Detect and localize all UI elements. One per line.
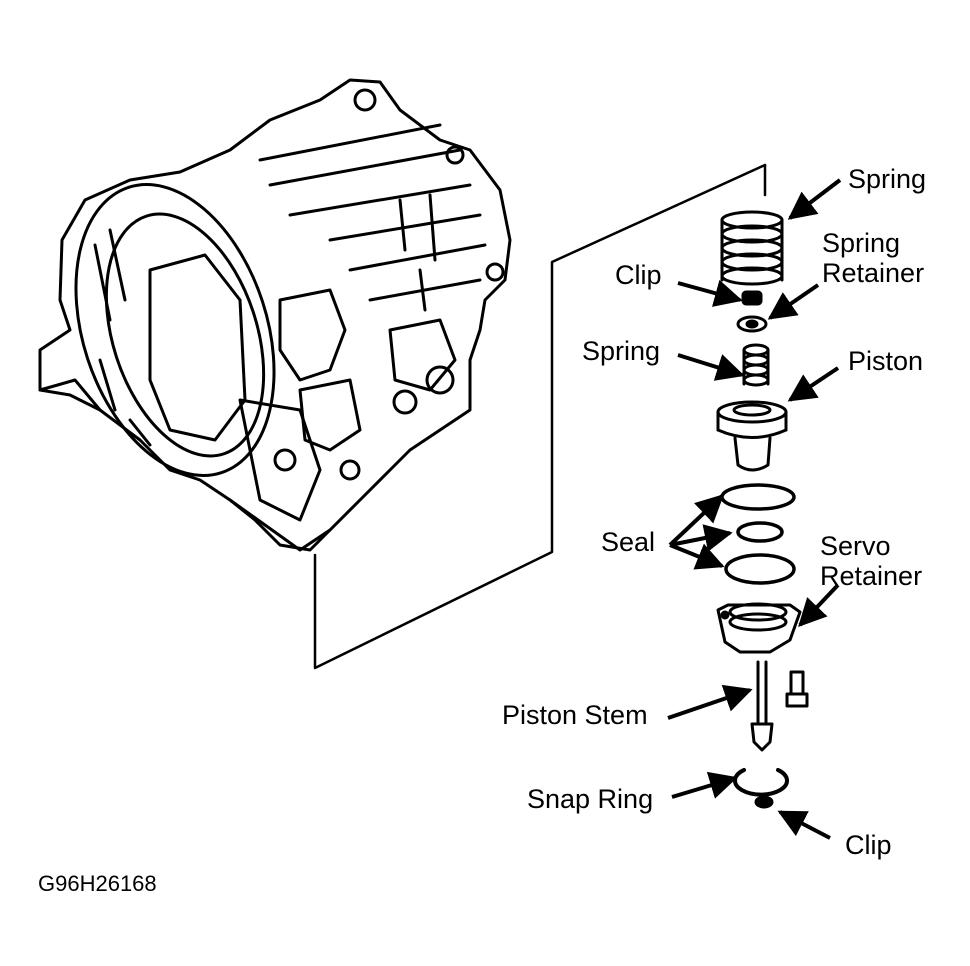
piston-part: [716, 400, 788, 472]
label-spring-mid: Spring: [582, 336, 660, 366]
label-spring-top: Spring: [848, 164, 926, 194]
label-clip-bottom: Clip: [845, 830, 892, 860]
label-spring-retainer-line2: Retainer: [822, 258, 924, 288]
figure-code: G96H26168: [38, 871, 157, 896]
spring-retainer-part: [736, 315, 768, 333]
transmission-case: [38, 78, 512, 552]
label-seal: Seal: [601, 527, 655, 557]
label-clip-top: Clip: [615, 260, 662, 290]
snap-ring-part: [733, 768, 789, 797]
label-piston: Piston: [848, 346, 923, 376]
leader-arrows: [667, 178, 842, 840]
middle-spring: [742, 343, 770, 387]
piston-stem-part: [750, 660, 774, 752]
label-piston-stem: Piston Stem: [502, 700, 648, 730]
label-servo-retainer-line2: Retainer: [820, 561, 922, 591]
top-clip: [741, 290, 763, 306]
label-servo-retainer-line1: Servo: [820, 531, 891, 561]
top-spring: [720, 210, 784, 286]
servo-retainer-part: [716, 602, 802, 654]
callout-frame: [313, 163, 767, 670]
seal-rings: [720, 483, 796, 585]
bottom-clip: [754, 795, 774, 809]
label-spring-retainer-line1: Spring: [822, 228, 900, 258]
retainer-bolt: [785, 670, 809, 708]
label-snap-ring: Snap Ring: [527, 784, 653, 814]
